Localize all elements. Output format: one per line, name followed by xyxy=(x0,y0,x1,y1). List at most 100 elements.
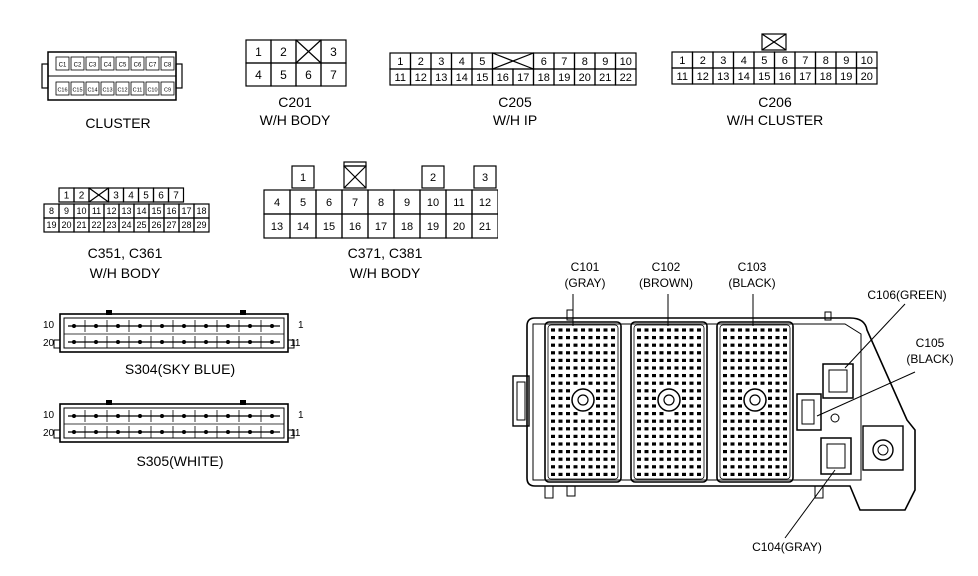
c101-pin xyxy=(558,396,563,400)
c101-pin xyxy=(558,374,563,378)
c101-pin xyxy=(596,434,600,438)
c102-pin xyxy=(652,366,656,370)
c103-pin xyxy=(745,419,750,423)
c371-pin-13: 13 xyxy=(271,221,283,233)
c103-pin xyxy=(783,465,787,469)
c102-pin xyxy=(697,336,701,340)
c102-pin xyxy=(667,343,671,347)
c102-pin xyxy=(689,412,694,416)
c205-pin-13: 13 xyxy=(435,72,447,84)
c351-pin-22: 22 xyxy=(91,220,101,230)
c101-pin xyxy=(603,343,608,347)
c371-pin-7: 7 xyxy=(352,197,358,209)
c101-pin xyxy=(558,351,563,355)
c201-name: C201 xyxy=(278,94,312,110)
c103-pin xyxy=(753,374,757,378)
s304-pin-dot xyxy=(116,324,120,328)
c103-pin xyxy=(760,419,765,423)
junction-block-drawing xyxy=(512,294,916,539)
cluster-label: CLUSTER xyxy=(85,115,151,131)
s304-pin-dot xyxy=(94,340,98,344)
c101-pin xyxy=(551,450,555,454)
s305-pin-dot xyxy=(226,430,230,434)
c103-bolt-inner xyxy=(749,394,761,406)
c371-pin-12: 12 xyxy=(479,197,491,209)
c102-pin xyxy=(674,419,679,423)
c101-pin xyxy=(611,427,615,431)
post-top-2 xyxy=(824,311,832,321)
c103-pin xyxy=(753,472,757,476)
c101-pin xyxy=(566,358,570,362)
c103-pin xyxy=(738,328,742,332)
c102-pin xyxy=(667,442,671,446)
c102-name: C102 xyxy=(651,260,681,274)
c103-pin xyxy=(738,450,742,454)
c102-pin xyxy=(644,434,649,438)
cluster-bottom-cell xyxy=(145,81,160,96)
c103-pin xyxy=(760,450,765,454)
c206-pin-9: 9 xyxy=(843,55,849,67)
c101-pin xyxy=(603,328,608,332)
c101-pin xyxy=(596,419,600,423)
s304-left-latch xyxy=(53,339,61,349)
c102-pin xyxy=(644,343,649,347)
c201-pin-blank-blank-x2 xyxy=(295,39,322,64)
c101-pin xyxy=(566,434,570,438)
c103-pin xyxy=(730,389,735,393)
c102-pin xyxy=(697,328,701,332)
c102-pin xyxy=(667,457,671,461)
c102-pin xyxy=(652,404,656,408)
c102-pin xyxy=(637,404,641,408)
c101-pin xyxy=(558,465,563,469)
c371-blank-cell xyxy=(343,165,367,189)
c102-pin xyxy=(682,427,686,431)
c103-pin xyxy=(768,457,772,461)
s305-pin-dot xyxy=(138,430,142,434)
c103-pin xyxy=(768,366,772,370)
c205-pin-15: 15 xyxy=(476,72,488,84)
c102-pin xyxy=(637,465,641,469)
c101-pin xyxy=(603,434,608,438)
c103-pin xyxy=(760,343,765,347)
c104-connector xyxy=(820,437,852,475)
c103-pin xyxy=(775,343,780,347)
c102-pin xyxy=(689,472,694,476)
c103-pin xyxy=(760,427,765,431)
c101-pin xyxy=(566,336,570,340)
c102-pin xyxy=(682,465,686,469)
c102-pin xyxy=(674,465,679,469)
c101-pin xyxy=(596,427,600,431)
c102-pin xyxy=(697,472,701,476)
c102-pin xyxy=(674,450,679,454)
c103-pin xyxy=(730,472,735,476)
c101-pin xyxy=(566,412,570,416)
s305-pin-dot xyxy=(204,414,208,418)
c102-pin xyxy=(682,450,686,454)
c103-pin xyxy=(768,396,772,400)
c101-pin xyxy=(566,351,570,355)
c103-pin xyxy=(730,366,735,370)
c102-pin xyxy=(652,343,656,347)
c102-pin xyxy=(674,472,679,476)
c102-pin xyxy=(644,450,649,454)
cluster-pin-C7: C7 xyxy=(149,63,157,69)
s305-pin-dot xyxy=(116,414,120,418)
c103-pin xyxy=(775,434,780,438)
cluster-bottom-cell xyxy=(70,81,85,96)
c103-pin xyxy=(768,374,772,378)
c101-pin xyxy=(558,336,563,340)
c205-pin-14: 14 xyxy=(456,72,468,84)
c102-pin xyxy=(644,465,649,469)
c105-connector xyxy=(796,393,822,431)
c351-label: W/H BODY xyxy=(89,265,161,281)
c102-pin xyxy=(689,434,694,438)
c101-pin xyxy=(581,442,585,446)
c101-pin xyxy=(588,358,593,362)
c101-pin xyxy=(596,374,600,378)
c351-pin-24: 24 xyxy=(121,220,131,230)
c102-pin xyxy=(689,366,694,370)
c371-pin-21: 21 xyxy=(479,221,491,233)
c102-pin xyxy=(667,450,671,454)
c103-pin xyxy=(760,374,765,378)
